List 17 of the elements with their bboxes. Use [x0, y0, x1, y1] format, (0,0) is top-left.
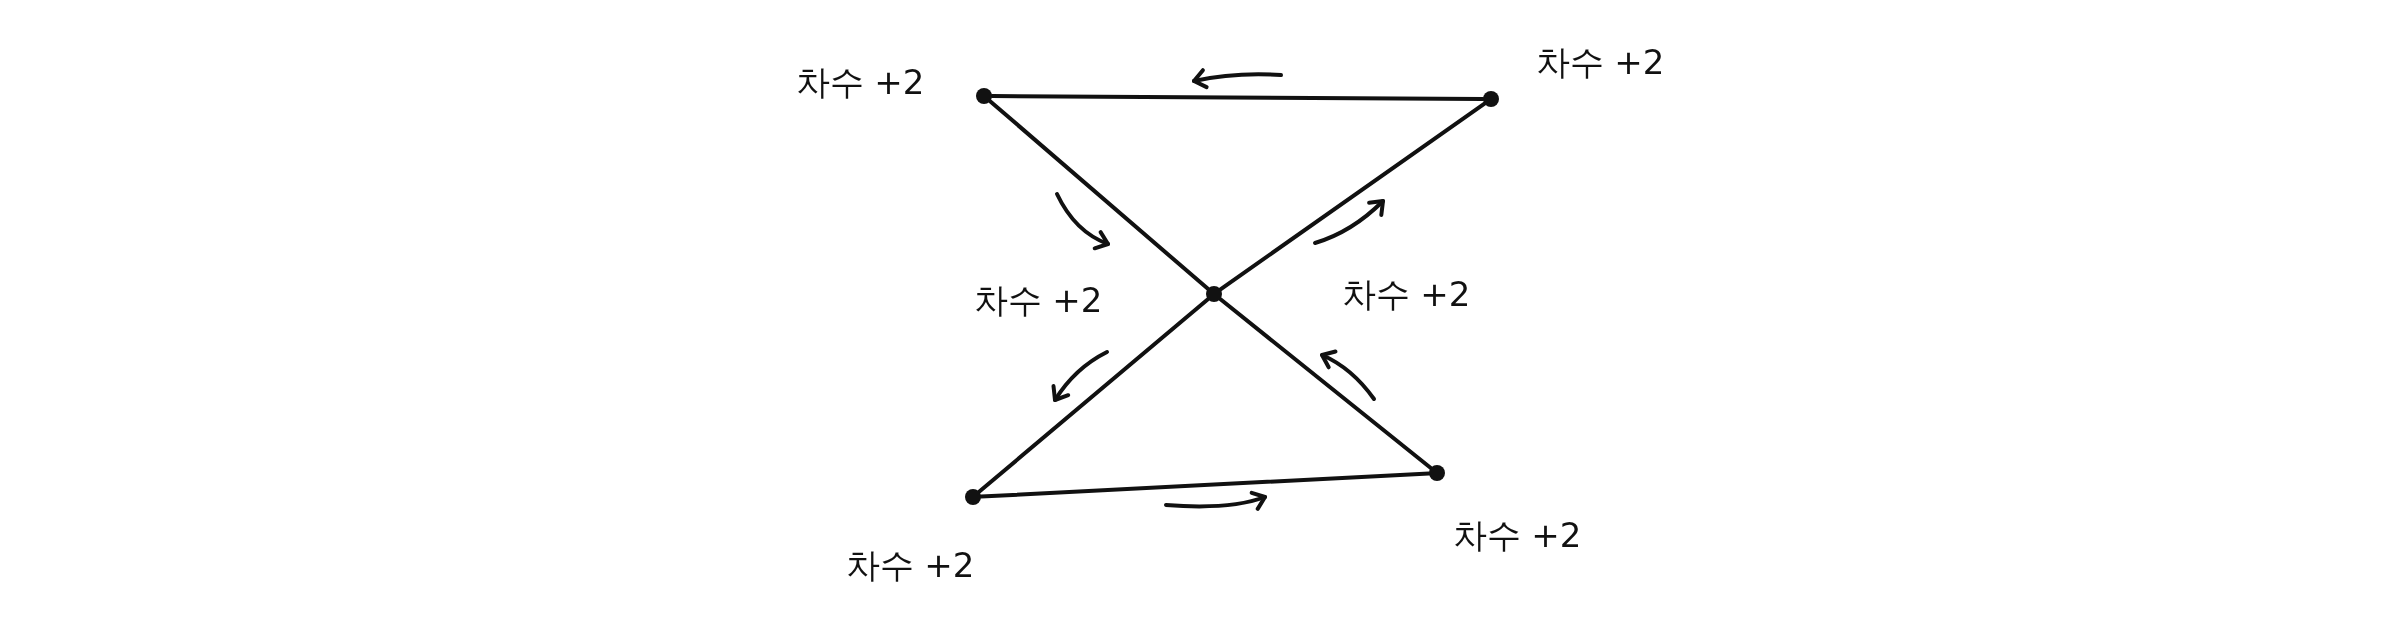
edge-line [1218, 101, 1487, 292]
edge-line [979, 471, 1431, 499]
vertex-label: 차수 +2 [1341, 275, 1471, 315]
vertex-dot [1206, 286, 1222, 302]
vertex-label: 차수 +2 [973, 281, 1103, 321]
vertex-dot [976, 88, 992, 104]
vertex-dot [1483, 91, 1499, 107]
vertex-dot [1429, 465, 1445, 481]
edge-line [977, 297, 1210, 494]
vertex-label: 차수 +2 [1535, 43, 1665, 83]
vertex-label: 차수 +2 [795, 63, 925, 103]
edge-line [1218, 297, 1433, 470]
vertex-label: 차수 +2 [845, 546, 975, 586]
edge-line [990, 94, 1485, 101]
edge-line [988, 99, 1210, 291]
vertex-dot [965, 489, 981, 505]
vertex-label: 차수 +2 [1452, 516, 1582, 556]
